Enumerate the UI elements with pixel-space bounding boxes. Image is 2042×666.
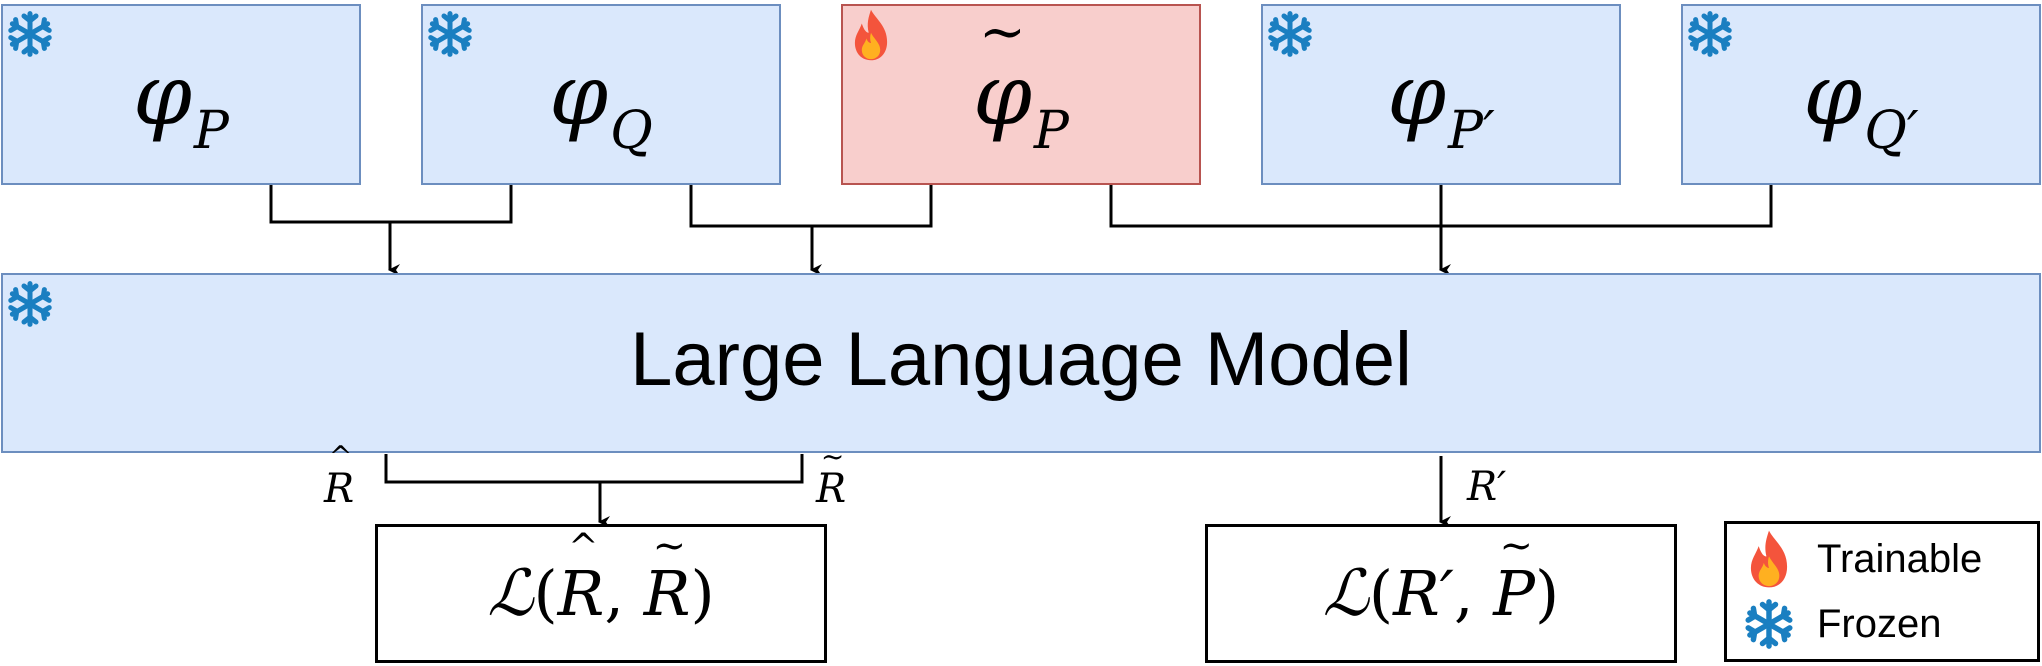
phi-subscript: Q [610, 100, 653, 161]
edge-label-r-hat: R [324, 466, 354, 512]
embedding-box-phi-q: φQ [421, 4, 781, 185]
edge-label-r-prime: R′ [1467, 464, 1507, 510]
loss-fn-symbol: ℒ [487, 556, 534, 631]
edge-r-hat-r-tilde-to-loss [384, 454, 804, 484]
snowflake-icon [8, 11, 52, 57]
phi-tilde-symbol: φ [973, 46, 1032, 144]
flame-icon [854, 9, 888, 61]
snowflake-icon [8, 281, 52, 327]
legend-item-trainable: Trainable [1743, 528, 1982, 590]
flame-icon [1750, 530, 1788, 588]
loss-arg-r-hat: R [558, 557, 605, 630]
phi-subscript: P [1033, 100, 1069, 161]
phi-symbol: φ [1387, 45, 1447, 144]
loss-arg-r-prime: R′ [1393, 556, 1454, 630]
loss-fn-symbol: ℒ [1322, 556, 1369, 631]
loss-box-left: ℒ(R, R) [375, 524, 827, 663]
embedding-box-phi-q-prime: φQ′ [1681, 4, 2041, 185]
loss-arg-r-tilde: R [644, 557, 691, 630]
llm-label: Large Language Model [630, 316, 1412, 402]
loss-box-right: ℒ(R′, P) [1205, 524, 1677, 663]
llm-box: Large Language Model [1, 273, 2041, 453]
loss-arg-p-tilde: P [1493, 557, 1535, 630]
phi-subscript: P′ [1448, 100, 1495, 161]
snowflake-icon [1688, 11, 1732, 57]
snowflake-icon [428, 11, 472, 57]
embedding-box-phi-p-prime: φP′ [1261, 4, 1621, 185]
edge-phi-p-phi-q-to-llm [269, 185, 513, 224]
legend-label-trainable: Trainable [1817, 536, 1983, 581]
embedding-box-phi-p: φP [1, 4, 361, 185]
phi-symbol: φ [549, 45, 609, 144]
edge-phi-q-phi-tilde-to-llm [689, 185, 933, 228]
phi-symbol: φ [133, 45, 192, 144]
legend-label-frozen: Frozen [1817, 601, 1942, 646]
legend-item-frozen: Frozen [1743, 598, 1942, 650]
embedding-box-phi-tilde-p: φP [841, 4, 1201, 185]
phi-subscript: P [193, 100, 229, 161]
phi-subscript: Q′ [1864, 100, 1919, 161]
edge-label-r-tilde: R [816, 466, 846, 512]
snowflake-icon [1268, 11, 1312, 57]
phi-symbol: φ [1803, 45, 1863, 144]
snowflake-icon [1745, 599, 1793, 649]
legend: Trainable Frozen [1724, 521, 2040, 662]
